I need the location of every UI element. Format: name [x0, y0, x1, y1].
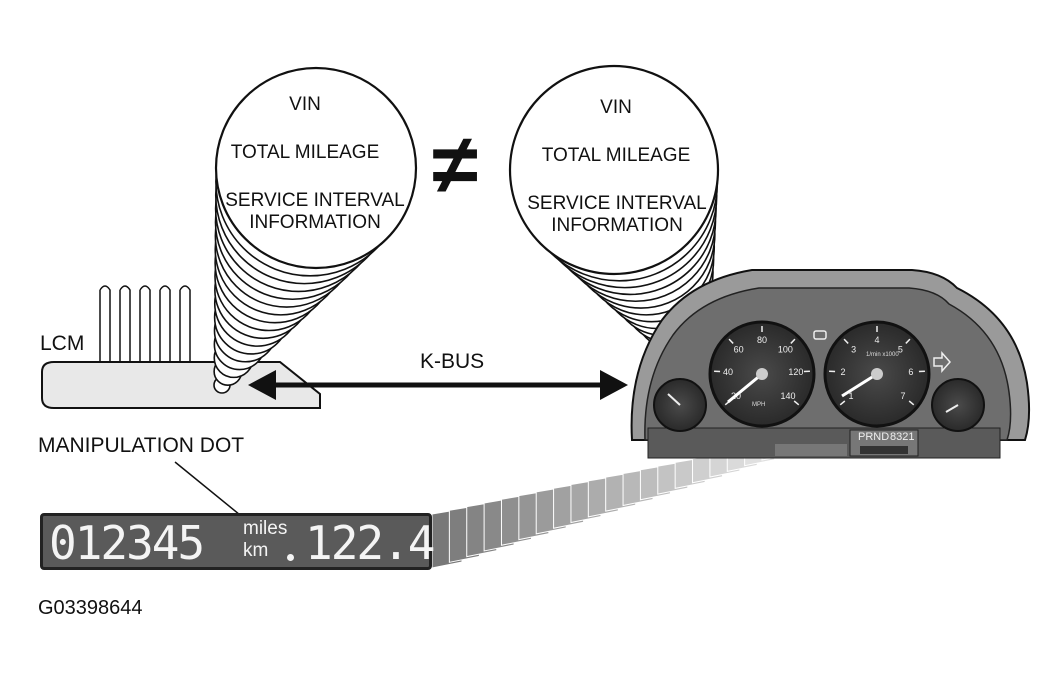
- left-memory-stack: [213, 66, 418, 394]
- speedometer-label: 60: [734, 344, 744, 354]
- right-bubble-total-mileage: TOTAL MILEAGE: [541, 145, 691, 166]
- tachometer-tick: [905, 338, 911, 344]
- speedometer-tick: [728, 338, 734, 344]
- odometer-total: 012345: [49, 516, 205, 570]
- speedometer-label: 40: [723, 367, 733, 377]
- figure-id: G03398644: [38, 597, 143, 619]
- odometer-trip: 122.4: [305, 516, 435, 570]
- speedometer-label: 100: [778, 344, 793, 354]
- tachometer-label: 7: [901, 391, 906, 401]
- speedometer-label: 80: [757, 335, 767, 345]
- gear-indicator: PRND: [858, 431, 890, 443]
- right-memory-bubble: [508, 64, 720, 276]
- not-equal-symbol: ≠: [432, 117, 479, 211]
- manipulation-dot: [287, 554, 294, 561]
- tachometer-label: 5: [898, 344, 903, 354]
- tachometer-tick: [843, 338, 849, 344]
- odometer-display: 012345 miles km 122.4: [40, 513, 435, 570]
- speedometer-label: 140: [781, 391, 796, 401]
- left-bubble-total-mileage: TOTAL MILEAGE: [230, 142, 380, 163]
- tachometer-tick: [839, 400, 846, 406]
- tachometer-label: 4: [874, 335, 879, 345]
- lcm-module: [41, 285, 321, 409]
- left-bubble-information: INFORMATION: [249, 212, 381, 233]
- right-bubble-information: INFORMATION: [551, 215, 683, 236]
- tachometer-unit: 1/min x1000: [866, 352, 899, 358]
- tachometer-label: 6: [908, 367, 913, 377]
- speedometer-unit: MPH: [752, 402, 766, 408]
- tachometer-label: 3: [851, 344, 856, 354]
- display-beam: [431, 438, 793, 569]
- kbus-label: K-BUS: [420, 350, 485, 373]
- kbus-arrow: [248, 370, 628, 400]
- speedometer-label: 120: [788, 367, 803, 377]
- odometer-unit-miles: miles: [243, 518, 288, 539]
- tachometer-label: 1: [848, 391, 853, 401]
- lcm-label: LCM: [40, 332, 85, 355]
- odometer-unit-km: km: [243, 540, 269, 561]
- speedometer-tick: [790, 338, 796, 344]
- tachometer-label: 2: [841, 367, 846, 377]
- left-memory-bubble: [214, 66, 418, 270]
- tachometer-ticks: 1 2 3 4 5 6 7: [829, 326, 925, 406]
- left-bubble-vin: VIN: [289, 94, 321, 115]
- left-bubble-service-interval: SERVICE INTERVAL: [225, 190, 405, 211]
- right-bubble-service-interval: SERVICE INTERVAL: [527, 193, 707, 214]
- tachometer-tick: [908, 400, 915, 406]
- gear-digits: 8321: [890, 431, 915, 443]
- manipulation-dot-label: MANIPULATION DOT: [38, 434, 245, 457]
- speedometer-tick: [793, 400, 800, 406]
- right-bubble-vin: VIN: [600, 97, 632, 118]
